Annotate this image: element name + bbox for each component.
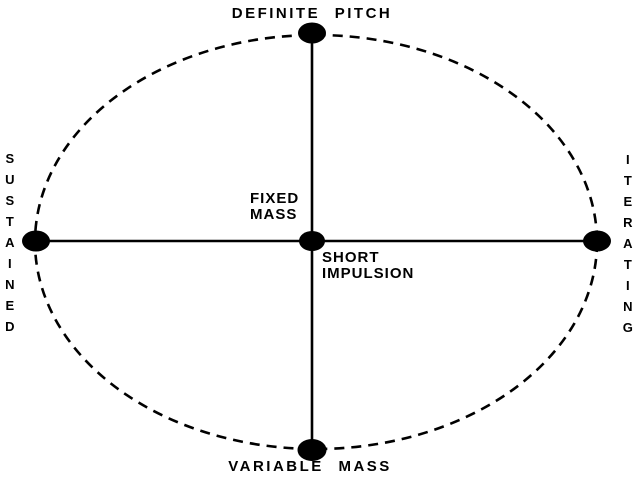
bottom-node-variable-mass xyxy=(297,439,327,461)
center-node xyxy=(299,231,325,251)
center-label-short-impulsion-line2: IMPULSION xyxy=(322,265,415,282)
center-label-short-impulsion-line1: SHORT xyxy=(322,249,380,266)
top-node-definite-pitch xyxy=(298,22,326,44)
left-node-sustained xyxy=(22,230,50,252)
right-node-iterating xyxy=(583,230,611,252)
left-label-sustained: SUSTAINED xyxy=(2,151,18,340)
top-label-definite-pitch: DEFINITE PITCH xyxy=(231,5,393,22)
center-label-fixed-mass-line2: MASS xyxy=(250,206,298,223)
center-label-fixed-mass-line1: FIXED xyxy=(250,190,300,207)
bottom-label-variable-mass: VARIABLE MASS xyxy=(228,458,392,475)
right-label-iterating: ITERATING xyxy=(620,152,636,341)
